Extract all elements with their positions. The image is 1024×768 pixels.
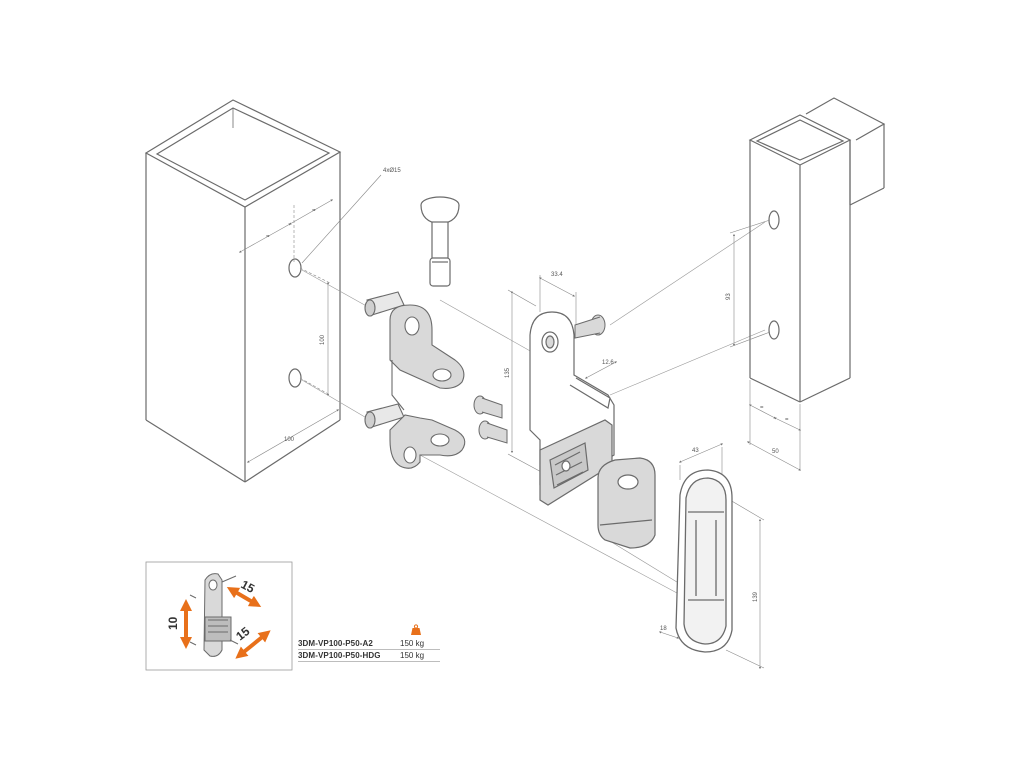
- left-post: [144, 99, 342, 483]
- cover-height-label: 139: [753, 591, 759, 602]
- gate-half-a-label: =: [760, 405, 764, 411]
- left-post-dimensions: [238, 174, 382, 463]
- adjust-top-label: 15: [239, 577, 258, 596]
- post-half-b-label: =: [312, 208, 316, 214]
- right-post-dimensions: [729, 219, 802, 471]
- assembly-lines: [301, 221, 766, 601]
- post-half-a-label: =: [266, 234, 270, 240]
- product-table: 3DM-VP100-P50-A2 150 kg 3DM-VP100-P50-HD…: [298, 624, 440, 662]
- cover-width-label: 43: [692, 448, 699, 454]
- adjust-vertical-label: 10: [166, 616, 180, 630]
- middle-bracket: [529, 311, 615, 506]
- hinge-pin: [420, 196, 460, 287]
- gate-half-b-label: =: [785, 417, 789, 423]
- hinge-sleeve: [597, 457, 656, 549]
- adjustment-inset: 10 15 15: [145, 561, 293, 671]
- middle-bracket-dimensions: [507, 275, 618, 475]
- cover-dimensions: [658, 443, 765, 670]
- bracket-width-label: 33.4: [551, 272, 563, 278]
- product-load: 150 kg: [400, 651, 425, 660]
- screws: [473, 395, 508, 444]
- left-bracket-bottom: [364, 403, 466, 469]
- holes-label: 4xØ15: [383, 168, 401, 174]
- right-gate-post: [748, 97, 886, 403]
- table-row: 3DM-VP100-P50-HDG 150 kg: [298, 650, 440, 662]
- table-row: 3DM-VP100-P50-A2 150 kg: [298, 638, 440, 650]
- gate-width-label: 50: [772, 449, 779, 455]
- gate-hole-spacing-label: 93: [726, 293, 732, 300]
- bracket-height-label: 135: [505, 367, 511, 378]
- product-load: 150 kg: [400, 639, 425, 648]
- weight-icon: [411, 624, 421, 635]
- post-spacing-label: 100: [320, 334, 326, 345]
- hinge-cover: [675, 469, 733, 653]
- bracket-offset-label: 12.6: [602, 360, 614, 366]
- post-width-label: 100: [284, 437, 295, 443]
- product-code: 3DM-VP100-P50-HDG: [298, 651, 381, 660]
- product-code: 3DM-VP100-P50-A2: [298, 639, 373, 648]
- cover-depth-label: 18: [660, 626, 667, 632]
- left-bracket-top: [364, 291, 465, 411]
- middle-screw: [574, 314, 606, 339]
